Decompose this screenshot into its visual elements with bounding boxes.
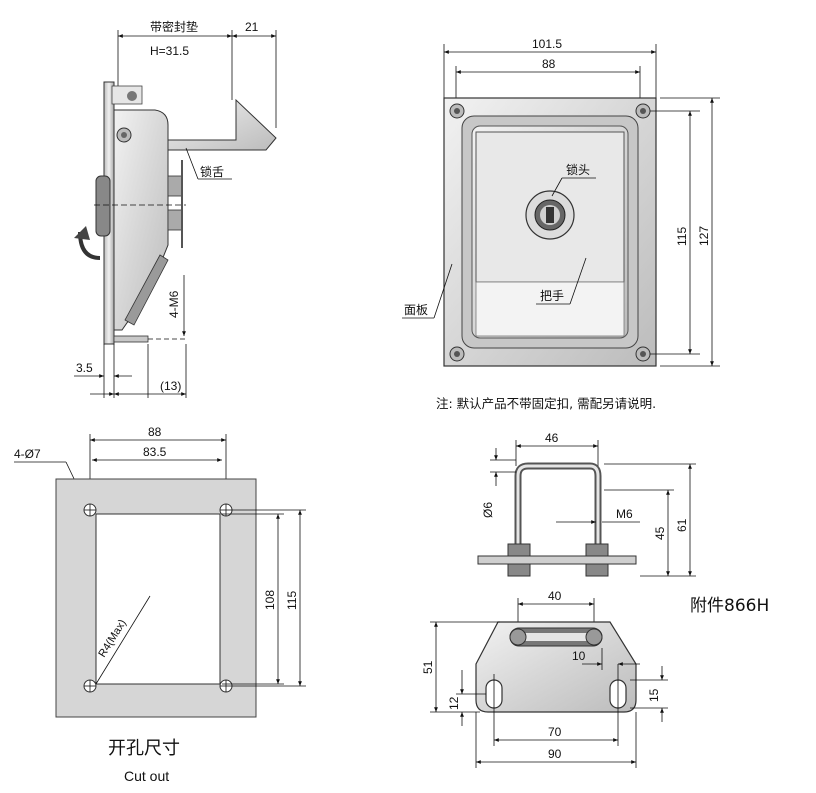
cutout-holes [83,503,233,693]
dim-gasket-h: H=31.5 [150,44,189,58]
dim-115: 115 [675,227,689,246]
dim-gasket-label: 带密封垫 [150,19,198,34]
cut-dim-83-5: 83.5 [143,445,167,459]
cut-dim-4phi7: 4-Ø7 [14,447,41,461]
acc-dim-10: 10 [572,649,586,663]
cutout-caption-en: Cut out [124,768,169,784]
acc-dim-phi6: Ø6 [481,502,495,518]
accessory-title: 附件866H [690,596,769,616]
acc-dim-40: 40 [548,589,562,603]
dim-21: 21 [245,20,259,34]
panel-label: 面板 [404,303,428,317]
accessory-ubolt-view: 46 Ø6 M6 45 61 [477,431,696,577]
acc-dim-61: 61 [675,518,689,532]
faceplate-screws [449,103,651,362]
acc-dim-70: 70 [548,725,562,739]
handle-label: 把手 [540,289,564,303]
dim-4m6: 4-M6 [167,290,181,318]
note-text: 注: 默认产品不带固定扣, 需配另请说明. [436,396,656,411]
dim-88: 88 [542,57,556,71]
cut-dim-108: 108 [263,590,277,610]
acc-dim-90: 90 [548,747,562,761]
tongue-label: 锁舌 [200,164,224,179]
cutout-view: 88 83.5 4-Ø7 108 115 R4(Max) 开孔尺寸 Cut ou… [14,425,306,784]
acc-dim-15: 15 [647,688,661,702]
dim-13: (13) [160,379,181,393]
dim-101-5: 101.5 [532,37,562,51]
acc-dim-51: 51 [421,660,435,674]
side-view: 带密封垫 H=31.5 21 锁舌 4-M6 [74,19,277,398]
accessory-bracket-view: 40 10 51 12 15 [421,589,668,768]
acc-dim-m6: M6 [616,507,633,521]
dim-3-5: 3.5 [76,361,93,375]
acc-dim-46: 46 [545,431,559,445]
cutout-caption-cn: 开孔尺寸 [108,738,180,759]
acc-dim-45: 45 [653,526,667,540]
cut-dim-88: 88 [148,425,162,439]
acc-dim-12: 12 [447,696,461,710]
front-view: 101.5 88 锁头 把手 面板 [402,37,720,367]
dim-127: 127 [697,226,711,246]
cut-dim-115: 115 [285,591,299,610]
lock-head-label: 锁头 [566,162,590,177]
